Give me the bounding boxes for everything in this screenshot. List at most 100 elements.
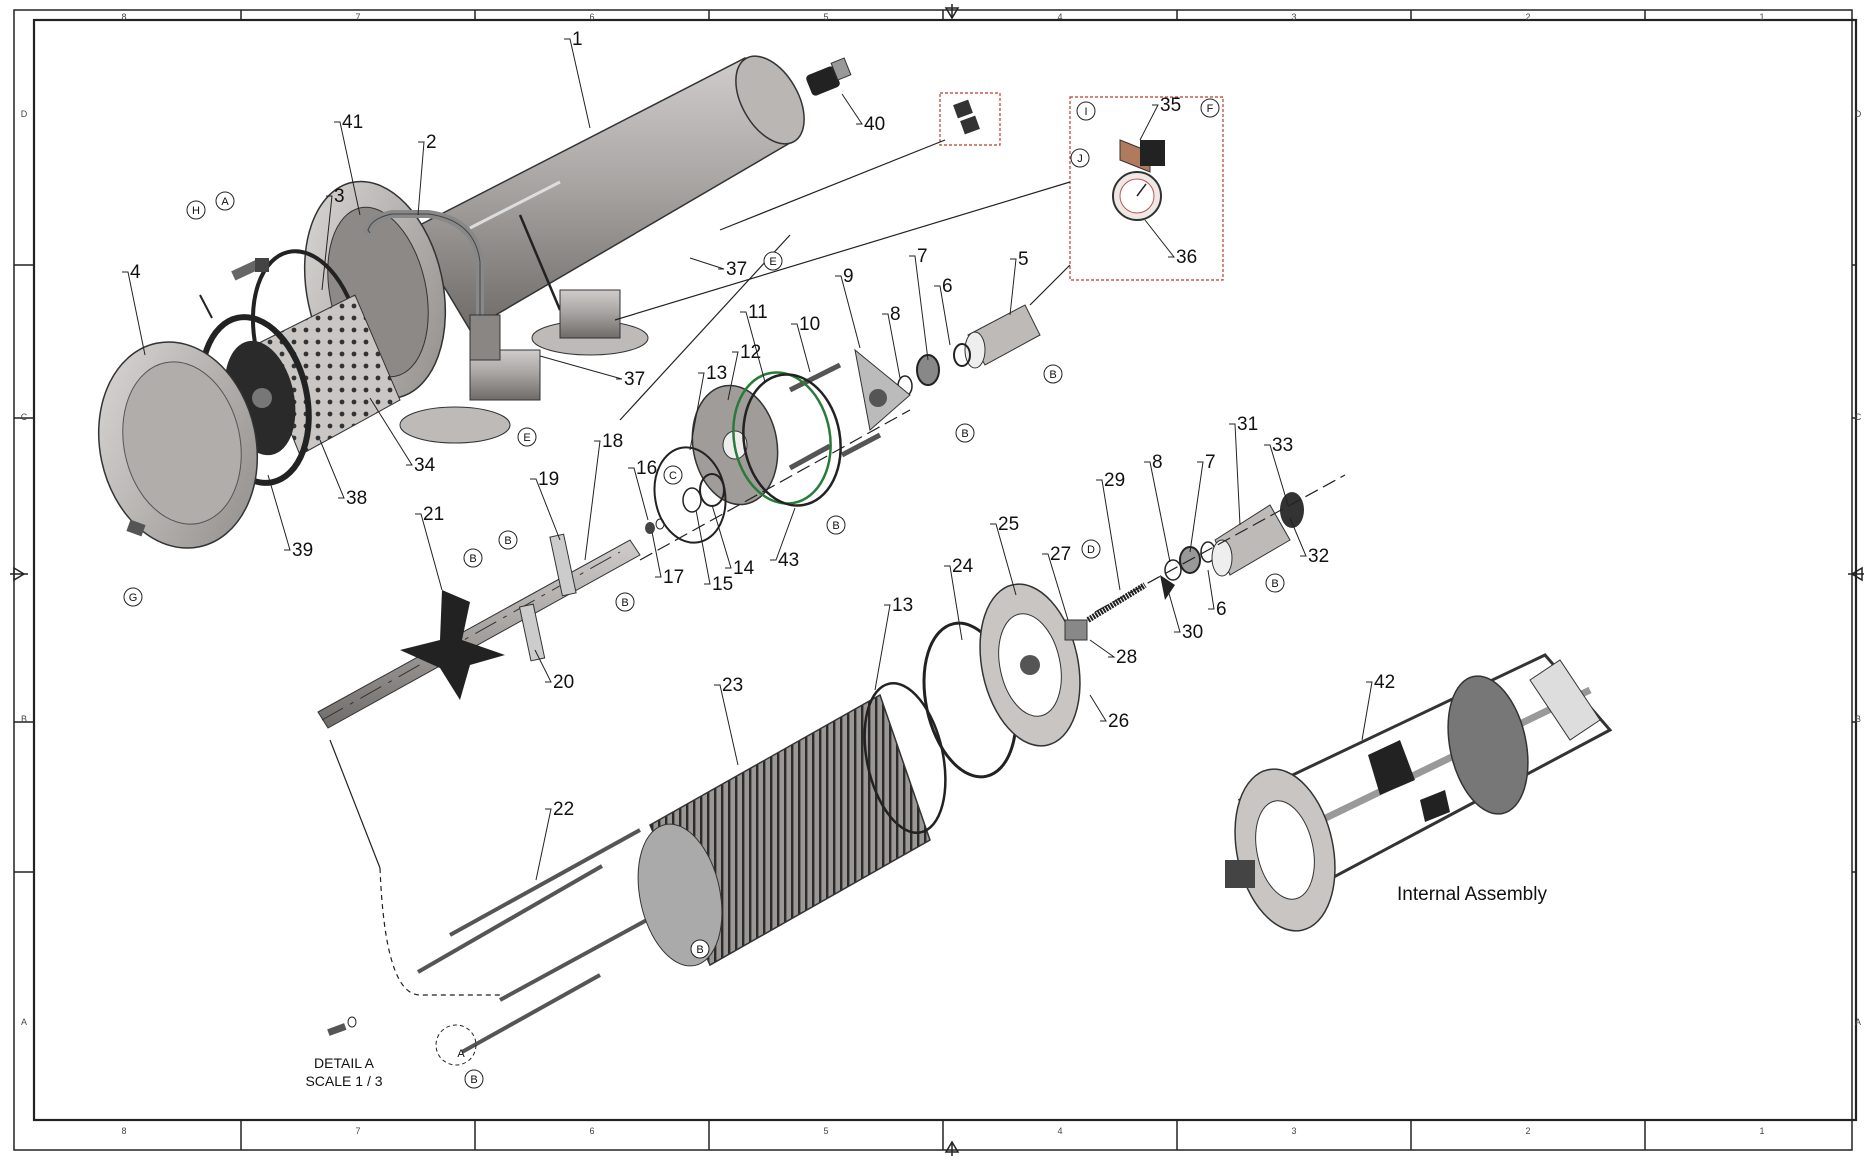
callout-leader [934,285,951,346]
part-callout-27: 27 [1050,544,1071,565]
pressure-tube [363,210,501,361]
part-callout-36: 36 [1176,247,1197,268]
balloon-A: A [215,191,235,211]
callout-leader [267,474,291,551]
callout-leader [417,141,425,216]
callout-leader [584,440,601,561]
drain-plug [126,519,146,537]
callout-leader [1139,104,1159,141]
svg-text:A: A [457,1048,465,1060]
part-callout-34: 34 [414,455,436,476]
callout-leader [1089,694,1107,722]
callout-leader [944,565,963,641]
svg-text:D: D [1087,544,1095,556]
svg-text:B: B [469,553,476,565]
callout-leader [791,323,811,373]
seal-ring-6 [953,343,971,367]
svg-text:H: H [192,205,200,217]
svg-text:E: E [769,256,776,268]
svg-text:I: I [1084,106,1087,118]
drawing-border [13,9,1858,1151]
callout-leader [369,397,413,466]
center-arrow-left [10,566,28,582]
zone-column-label: 4 [1057,12,1062,22]
callout-leader [535,808,552,881]
zone-row-label: A [1855,1017,1861,1027]
callout-leader [1264,444,1289,506]
part-callout-7: 7 [917,246,928,267]
part-callout-4: 4 [130,262,141,283]
svg-text:B: B [621,597,628,609]
callout-leader [628,467,649,521]
balloon-B: B [498,530,518,550]
end-cover-plate [97,341,259,549]
part-callout-12: 12 [740,342,761,363]
balloon-C: C [663,465,683,485]
svg-text:A: A [221,196,229,208]
svg-text:B: B [832,520,839,532]
zone-ticks [14,10,1856,1150]
part-callout-22: 22 [553,799,574,820]
part-callout-26: 26 [1108,711,1129,732]
callout-leader [534,649,552,683]
bearing-27 [1064,619,1088,641]
part-callout-20: 20 [553,672,574,693]
zone-column-label: 8 [121,12,126,22]
svg-text:F: F [1207,103,1214,115]
zone-column-label: 6 [589,12,594,22]
part-callout-17: 17 [663,567,684,588]
callout-leader [874,604,891,691]
pin [199,294,213,319]
part-callout-15: 15 [712,574,733,595]
detail-scale: SCALE 1 / 3 [305,1073,382,1089]
callout-leader [740,311,766,383]
part-callout-3: 3 [334,186,345,207]
svg-text:C: C [669,470,677,482]
part-callout-7: 7 [1205,452,1216,473]
support-bracket [854,348,911,431]
detail-a-view: DETAIL A SCALE 1 / 3 [305,1016,477,1089]
zone-column-label: 2 [1525,12,1530,22]
part-callout-14: 14 [733,558,755,579]
part-callout-32: 32 [1308,546,1329,567]
svg-text:E: E [523,432,530,444]
balloon-B: B [826,515,846,535]
o-ring-11 [732,371,832,505]
svg-text:B: B [1271,578,1278,590]
vessel-body [408,55,805,332]
balloon-A: A [457,1048,465,1060]
balloon-J: J [1070,148,1090,168]
balloon-I: I [1076,101,1096,121]
zone-column-label: 6 [589,1126,594,1136]
callout-leader [651,531,662,578]
callout-leader [539,355,623,380]
zone-row-label: B [21,714,27,724]
washer-set [645,473,725,534]
part-callout-5: 5 [1018,249,1029,270]
end-wheel-25 [979,583,1081,747]
bearing-body [964,304,1041,369]
balloon-E: E [763,251,783,271]
internal-assembly-view [1225,653,1613,932]
part-callout-35: 35 [1160,95,1181,116]
callout-leader [1361,681,1373,741]
vessel-nozzle [399,289,649,444]
svg-text:B: B [696,944,703,956]
part-callout-33: 33 [1272,435,1293,456]
suction-nozzle-19 [549,533,577,597]
zone-column-label: 4 [1057,1126,1062,1136]
zone-column-label: 3 [1291,1126,1296,1136]
internal-assembly-label: Internal Assembly [1397,884,1547,905]
callout-labels: 1234566778891011121313141516171819202122… [130,29,1395,820]
zone-column-label: 1 [1759,1126,1764,1136]
part-callout-25: 25 [998,514,1019,535]
part-callout-41: 41 [342,112,363,133]
callout-leader [882,313,901,379]
zone-column-label: 2 [1525,1126,1530,1136]
callout-leader [711,504,732,569]
clamp-30 [1160,575,1175,600]
part-callout-21: 21 [423,504,444,525]
